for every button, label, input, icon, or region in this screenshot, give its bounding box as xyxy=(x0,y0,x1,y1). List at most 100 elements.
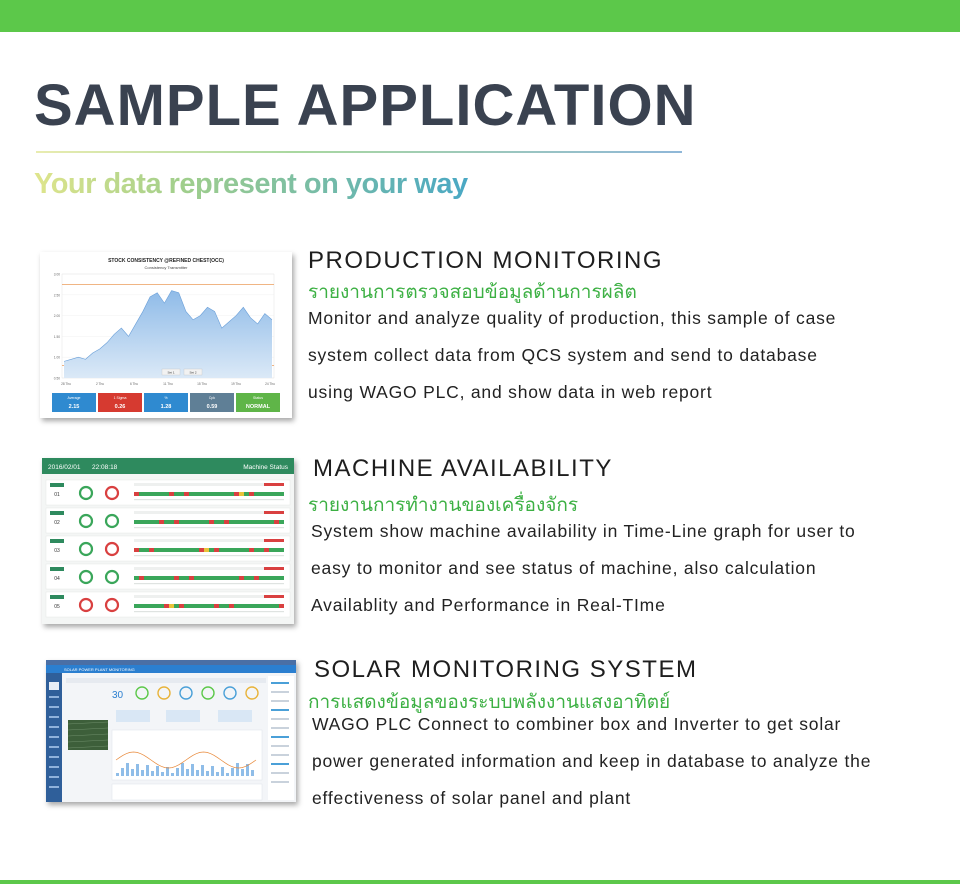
chart-bar xyxy=(161,772,164,776)
chart-bar xyxy=(211,766,214,776)
x-tick-label: 19 Thu xyxy=(231,382,241,386)
timeline-segment xyxy=(169,520,174,524)
chart-bar xyxy=(121,768,124,776)
timeline-segment xyxy=(249,520,254,524)
timeline-segment xyxy=(169,492,174,496)
timeline-segment xyxy=(199,604,204,608)
kpi-circle xyxy=(157,686,171,700)
timeline-segment xyxy=(159,604,164,608)
chart-bar xyxy=(251,770,254,776)
timeline-segment xyxy=(234,576,239,580)
timeline-segment xyxy=(134,520,139,524)
performance-gauge xyxy=(104,569,120,585)
timeline-axis xyxy=(134,555,284,557)
y-tick-label: 2.50 xyxy=(54,293,60,297)
timeline-segment xyxy=(154,492,159,496)
set-button-label: Set 1 xyxy=(167,371,174,375)
timeline-segment xyxy=(229,520,234,524)
chart-bar xyxy=(151,771,154,776)
set-button[interactable] xyxy=(183,368,203,376)
status-time: 22:08:18 xyxy=(92,464,118,471)
stat-label: 1 Sigma xyxy=(114,396,127,400)
series-area xyxy=(64,290,272,378)
section-description: System show machine availability in Time… xyxy=(311,513,951,624)
timeline-segment xyxy=(144,604,149,608)
chart-bar xyxy=(146,765,149,776)
page-title: SAMPLE APPLICATION xyxy=(34,73,697,138)
series-line xyxy=(63,290,273,362)
timeline-header xyxy=(134,567,284,570)
section-title: PRODUCTION MONITORING xyxy=(308,247,664,274)
stat-label: Cpk xyxy=(209,396,215,400)
solar-dashboard-thumbnail: SOLAR POWER PLANT MONITORING 30 xyxy=(46,660,296,802)
timeline-segment xyxy=(279,492,284,496)
timeline-segment xyxy=(264,576,269,580)
stat-label: Average xyxy=(68,396,81,400)
timeline-segment xyxy=(204,604,209,608)
timeline-segment xyxy=(204,576,209,580)
timeline-segment xyxy=(269,548,274,552)
machine-tag xyxy=(50,567,64,571)
stat-card xyxy=(98,393,142,412)
y-tick-label: 1.50 xyxy=(54,335,60,339)
timeline-segment xyxy=(179,604,184,608)
timeline-segment xyxy=(149,548,154,552)
status-pill xyxy=(264,595,284,598)
timeline-segment xyxy=(269,520,274,524)
timeline-segment xyxy=(144,548,149,552)
side-panel-line xyxy=(271,700,289,702)
timeline-segment xyxy=(189,576,194,580)
stat-value: 0.26 xyxy=(115,404,126,410)
timeline-segment xyxy=(264,548,269,552)
timeline-segment xyxy=(174,548,179,552)
timeline-segment xyxy=(149,520,154,524)
machine-status-screen: 2016/02/01 22:08:18 Machine Status 01020… xyxy=(42,458,294,624)
timeline-segment xyxy=(254,492,259,496)
timeline-segment xyxy=(194,604,199,608)
timeline-segment xyxy=(239,604,244,608)
timeline-segment xyxy=(229,492,234,496)
stat-card xyxy=(236,393,280,412)
availability-gauge xyxy=(78,597,94,613)
stat-value: 0.59 xyxy=(207,404,218,410)
timeline-segment xyxy=(269,604,274,608)
timeline-segment xyxy=(234,520,239,524)
side-panel-line xyxy=(271,691,289,693)
timeline-segment xyxy=(224,576,229,580)
side-panel-line xyxy=(271,682,289,684)
timeline-segment xyxy=(274,604,279,608)
machine-tag xyxy=(50,483,64,487)
side-panel-line xyxy=(271,781,289,783)
panel-line xyxy=(67,721,109,725)
timeline-segment xyxy=(239,548,244,552)
performance-gauge xyxy=(104,485,120,501)
set-button[interactable] xyxy=(161,368,181,376)
timeline-segment xyxy=(224,548,229,552)
timeline-segment xyxy=(214,520,219,524)
status-pill xyxy=(264,511,284,514)
kpi-circle xyxy=(245,686,259,700)
timeline-segment xyxy=(209,604,214,608)
timeline-segment xyxy=(224,492,229,496)
chart-bar xyxy=(131,769,134,776)
stat-label: Status xyxy=(253,396,263,400)
timeline-segment xyxy=(249,492,254,496)
chart-bar xyxy=(246,764,249,776)
timeline-axis xyxy=(134,611,284,613)
sidebar-line xyxy=(49,716,59,718)
machine-id: 03 xyxy=(54,548,60,554)
solar-dashboard-screen: SOLAR POWER PLANT MONITORING 30 xyxy=(46,660,296,802)
timeline-segment xyxy=(199,576,204,580)
timeline-segment xyxy=(199,548,204,552)
section-description: Monitor and analyze quality of productio… xyxy=(308,300,948,411)
timeline-segment xyxy=(194,576,199,580)
stat-value: 1.28 xyxy=(161,404,172,410)
performance-gauge xyxy=(104,513,120,529)
sidebar-line xyxy=(49,776,59,778)
y-tick-label: 2.00 xyxy=(54,314,60,318)
kpi-circle xyxy=(179,686,193,700)
stat-card xyxy=(144,393,188,412)
timeline-segment xyxy=(154,520,159,524)
section-thai-title: รายงานการตรวจสอบข้อมูลด้านการผลิต xyxy=(308,282,637,303)
chart-bar xyxy=(191,764,194,776)
